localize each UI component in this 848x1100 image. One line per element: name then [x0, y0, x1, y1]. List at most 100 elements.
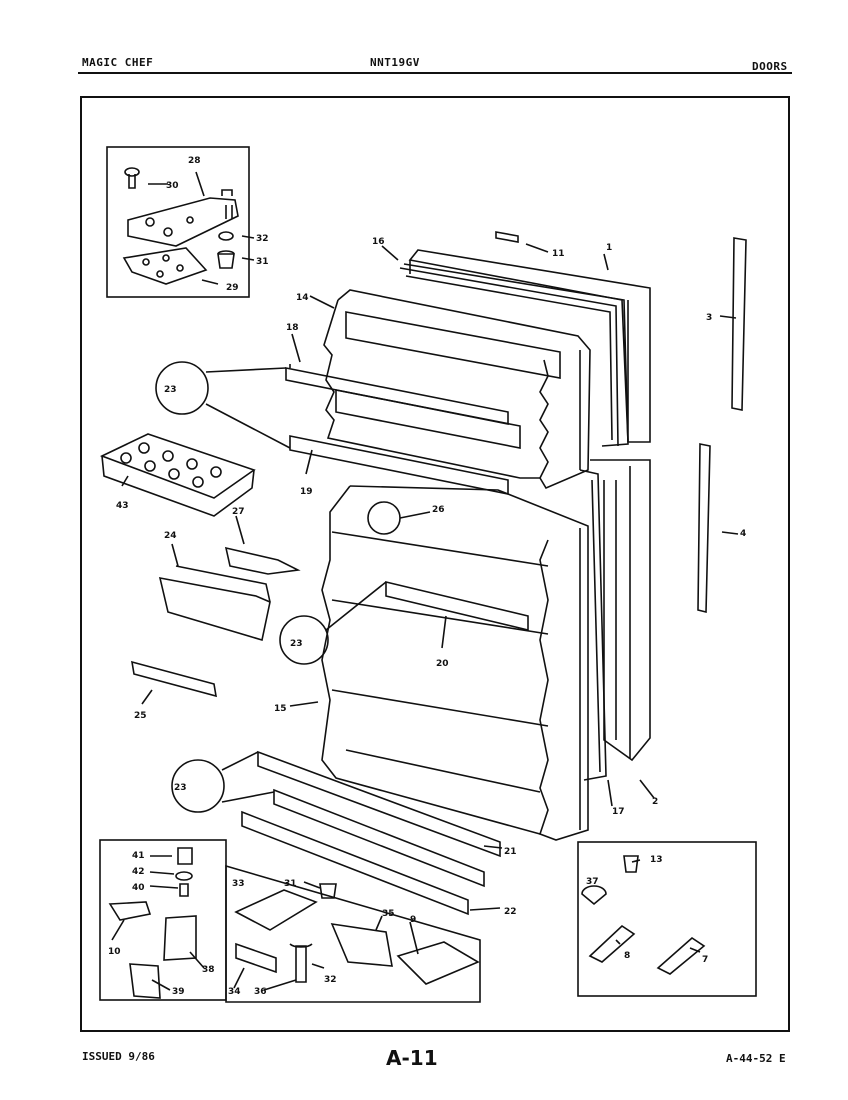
callout-25: 25: [134, 711, 147, 721]
callout-23-top: 23: [164, 385, 177, 395]
callout-36: 36: [254, 987, 267, 997]
door-stop-left: [588, 924, 636, 963]
callout-31: 31: [256, 257, 269, 267]
hinge-washer-part: [175, 871, 193, 881]
hinge-cover-plate: [396, 941, 480, 985]
issue-date: ISSUED 9/86: [82, 1050, 155, 1063]
hinge-cap-part: [177, 847, 193, 865]
fresh-food-door-liner: [321, 485, 589, 841]
callout-21: 21: [504, 847, 517, 857]
callout-43: 43: [116, 501, 129, 511]
callout-39: 39: [172, 987, 185, 997]
brand-label: MAGIC CHEF: [82, 56, 154, 69]
callout-34: 34: [228, 987, 241, 997]
top-hinge-part: [127, 189, 239, 247]
bottom-bushing-part: [319, 883, 337, 899]
callout-20: 20: [436, 659, 449, 669]
door-trim-strip: [131, 660, 217, 698]
diagram-frame: [80, 96, 790, 1032]
door-stop-inset-box: [577, 841, 757, 997]
callout-7: 7: [702, 955, 708, 965]
freezer-shelf-bar-upper: [285, 364, 509, 425]
callout-3: 3: [706, 313, 712, 323]
callout-4: 4: [740, 529, 746, 539]
freezer-door-liner: [323, 289, 591, 490]
callout-14: 14: [296, 293, 309, 303]
hinge-pin-assembly: [289, 943, 313, 983]
hinge-spacer-part: [129, 963, 161, 999]
hinge-screw-part: [124, 167, 140, 189]
document-code: A-44-52 E: [726, 1052, 786, 1065]
callout-32-bottom: 32: [324, 975, 337, 985]
callout-28: 28: [188, 156, 201, 166]
fresh-food-door-gasket: [579, 469, 607, 781]
freezer-shelf-bar-lower: [289, 435, 509, 495]
callout-41: 41: [132, 851, 145, 861]
callout-9: 9: [410, 915, 416, 925]
callout-23-bottom: 23: [174, 783, 187, 793]
bottom-shelf-bar-lower: [241, 810, 469, 916]
door-stop-plug: [623, 855, 639, 873]
model-number: NNT19GV: [370, 56, 420, 69]
callout-8: 8: [624, 951, 630, 961]
callout-32: 32: [256, 234, 269, 244]
freezer-door-trim: [731, 237, 747, 411]
bottom-hinge-bracket: [234, 889, 318, 931]
freezer-door-gasket: [399, 267, 619, 447]
hinge-bracket-plate: [330, 923, 393, 967]
callout-23-middle: 23: [290, 639, 303, 649]
detail-leader-3: [221, 751, 275, 803]
washer-part: [218, 231, 234, 241]
callout-19: 19: [300, 487, 313, 497]
callout-38: 38: [202, 965, 215, 975]
ice-tray-part: [99, 433, 256, 517]
section-title: DOORS: [752, 60, 788, 73]
dairy-compartment-door: [158, 565, 271, 642]
callout-37: 37: [586, 877, 599, 887]
door-shelf-bar-middle: [385, 580, 529, 632]
detail-leader-1: [205, 367, 291, 449]
callout-1: 1: [606, 243, 612, 253]
callout-10: 10: [108, 947, 121, 957]
callout-30: 30: [166, 181, 179, 191]
hinge-plate-part: [108, 901, 152, 921]
label-part: [495, 231, 519, 243]
callout-24: 24: [164, 531, 177, 541]
fresh-food-door-trim: [697, 443, 711, 614]
bottom-hinge-inset-box: [99, 839, 227, 1001]
clip-detail-circle-3: [171, 759, 225, 813]
callout-15: 15: [274, 704, 287, 714]
callout-31-bottom: 31: [284, 879, 297, 889]
header-rule: [78, 72, 792, 74]
detail-leader-2: [325, 581, 387, 631]
bottom-hinge-shim: [235, 942, 277, 974]
page-number: A-11: [386, 1046, 438, 1070]
door-stop-cap: [581, 885, 607, 906]
hinge-shim-part: [122, 247, 208, 285]
callout-13: 13: [650, 855, 663, 865]
clip-detail-circle-1: [155, 361, 209, 415]
callout-40: 40: [132, 883, 145, 893]
bottom-shelf-bar-upper: [257, 750, 501, 858]
callout-26: 26: [432, 505, 445, 515]
bottom-shelf-bar-middle: [273, 788, 485, 888]
callout-33: 33: [232, 879, 245, 889]
callout-42: 42: [132, 867, 145, 877]
callout-18: 18: [286, 323, 299, 333]
callout-35: 35: [382, 909, 395, 919]
callout-29: 29: [226, 283, 239, 293]
freezer-door-panel: [403, 249, 651, 447]
clip-detail-circle-2: [279, 615, 329, 665]
callout-22: 22: [504, 907, 517, 917]
bushing-part: [217, 250, 235, 269]
callout-16: 16: [372, 237, 385, 247]
callout-2: 2: [652, 797, 658, 807]
clip-detail-circle-4: [367, 501, 401, 535]
dairy-cover-part: [224, 546, 301, 575]
callout-11: 11: [552, 249, 565, 259]
door-stop-right: [656, 936, 706, 975]
callout-27: 27: [232, 507, 245, 517]
bottom-hinge-assembly-box: [225, 864, 481, 1003]
callout-17: 17: [612, 807, 625, 817]
